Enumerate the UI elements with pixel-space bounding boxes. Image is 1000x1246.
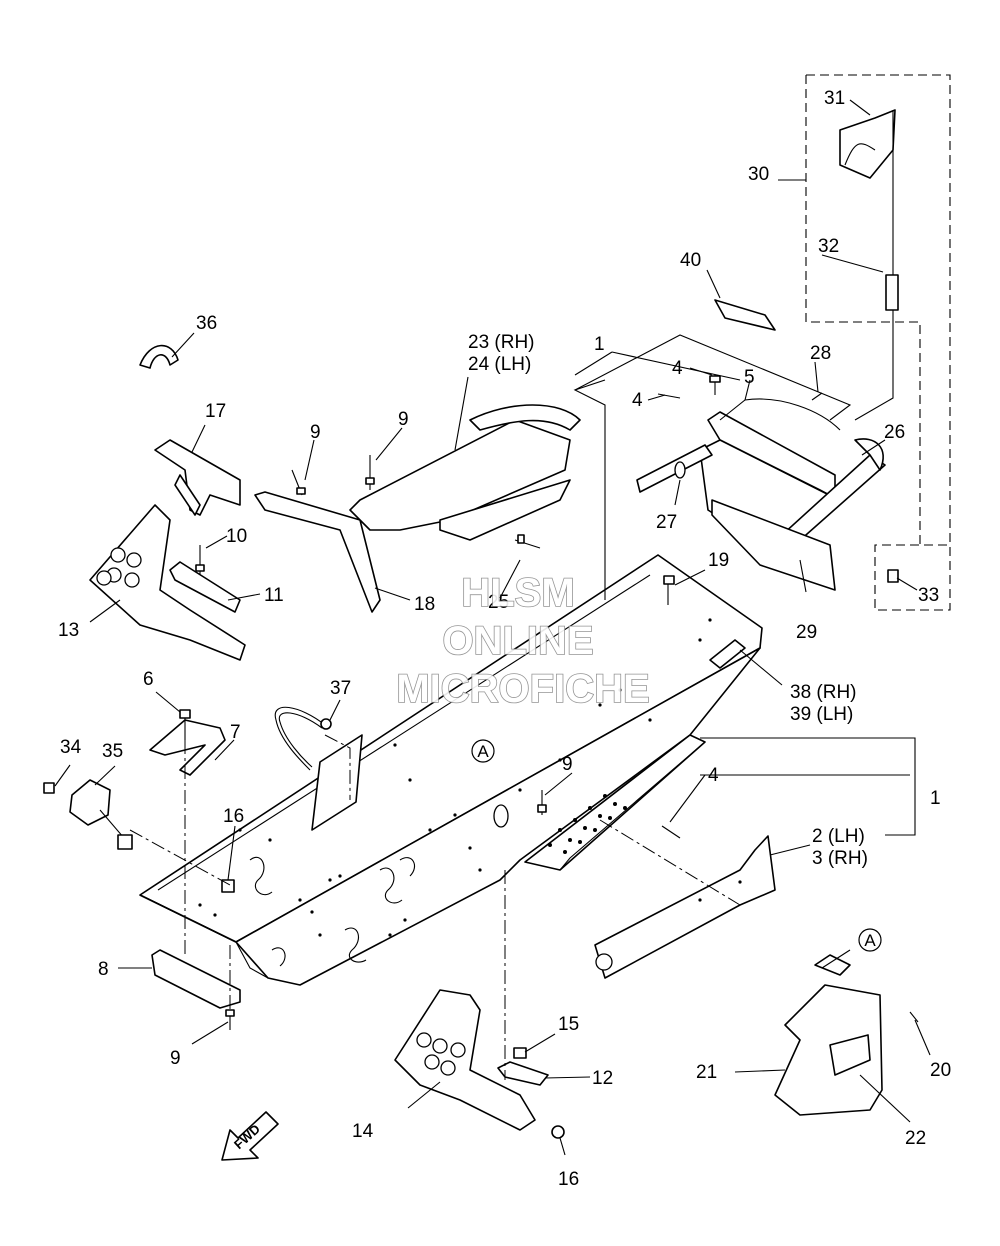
svg-text:A: A: [864, 931, 876, 950]
callout-9c: 9: [562, 754, 573, 775]
callout-32: 32: [818, 236, 839, 257]
reference-lines: [129, 74, 951, 1080]
emblem-38: [709, 639, 746, 669]
callout-35: 35: [102, 741, 123, 762]
arm-18: [254, 491, 381, 613]
svg-text:ONLINE: ONLINE: [442, 619, 593, 663]
heat-shield: [89, 504, 246, 661]
callout-10: 10: [226, 526, 247, 547]
svg-text:A: A: [477, 742, 489, 761]
rear-bumper: [636, 398, 886, 591]
callout-16a: 16: [223, 806, 244, 827]
callout-18: 18: [414, 594, 435, 615]
callout-4a: 4: [672, 358, 683, 379]
bracket-7: [149, 719, 226, 776]
callout-28: 28: [810, 343, 831, 364]
callout-26: 26: [884, 422, 905, 443]
callout-1b: 1: [930, 788, 941, 809]
heat-shield-14: [394, 989, 536, 1131]
flag: [839, 109, 899, 311]
callout-39: 39 (LH): [790, 704, 853, 725]
clamp-36: [139, 344, 179, 369]
callout-4b: 4: [632, 390, 643, 411]
callout-23: 23 (RH): [468, 332, 535, 353]
running-board: [524, 734, 706, 871]
callout-22: 22: [905, 1128, 926, 1149]
reference-mark-a2: A: [858, 928, 882, 952]
svg-text:MICROFICHE: MICROFICHE: [396, 667, 649, 711]
callout-1a: 1: [594, 334, 605, 355]
bracket-12: [497, 1061, 549, 1086]
cable-37: [274, 706, 332, 771]
bracket-17: [154, 439, 241, 516]
callout-3: 3 (RH): [812, 848, 868, 869]
callout-7: 7: [230, 722, 241, 743]
callout-14: 14: [352, 1121, 374, 1142]
callout-12: 12: [592, 1068, 613, 1089]
callout-labels: 1 1 2 (LH) 3 (RH) 4 4 4 5 6 7 8 9 9 9 9 …: [58, 88, 951, 1190]
fwd-arrow: FWD: [221, 1111, 279, 1161]
cover-21: [774, 954, 883, 1116]
callout-36: 36: [196, 313, 217, 334]
callout-24: 24 (LH): [468, 354, 531, 375]
leader-lines: [54, 99, 931, 1156]
callout-5: 5: [744, 367, 755, 388]
fasteners: [43, 375, 919, 1139]
bracket-11: [169, 561, 241, 613]
callout-19: 19: [708, 550, 729, 571]
callout-4c: 4: [708, 765, 719, 786]
callout-8: 8: [98, 959, 109, 980]
callout-25: 25: [488, 592, 509, 613]
svg-text:HLSM: HLSM: [461, 571, 574, 615]
callout-40: 40: [680, 250, 701, 271]
callout-17: 17: [205, 401, 226, 422]
reference-mark-a1: A: [471, 739, 495, 763]
callout-9a: 9: [310, 422, 321, 443]
tail-light: [69, 779, 133, 850]
callout-2: 2 (LH): [812, 826, 865, 847]
callout-6: 6: [143, 669, 154, 690]
callout-21: 21: [696, 1062, 717, 1083]
callout-13: 13: [58, 620, 79, 641]
callout-11: 11: [264, 585, 284, 606]
callout-38: 38 (RH): [790, 682, 857, 703]
decal-40: [714, 299, 776, 331]
callout-15: 15: [558, 1014, 579, 1035]
callout-33: 33: [918, 585, 939, 606]
callout-31: 31: [824, 88, 845, 109]
callout-27: 27: [656, 512, 677, 533]
callout-20: 20: [930, 1060, 951, 1081]
callout-34: 34: [60, 737, 82, 758]
side-rail: [594, 835, 776, 979]
watermark: HLSM ONLINE MICROFICHE: [396, 570, 651, 712]
callout-9b: 9: [398, 409, 409, 430]
callout-29: 29: [796, 622, 817, 643]
callout-37: 37: [330, 678, 351, 699]
callout-16b: 16: [558, 1169, 579, 1190]
callout-30: 30: [748, 164, 769, 185]
callout-9d: 9: [170, 1048, 181, 1069]
bracket-23: [349, 404, 581, 541]
bracket-8: [151, 949, 241, 1009]
